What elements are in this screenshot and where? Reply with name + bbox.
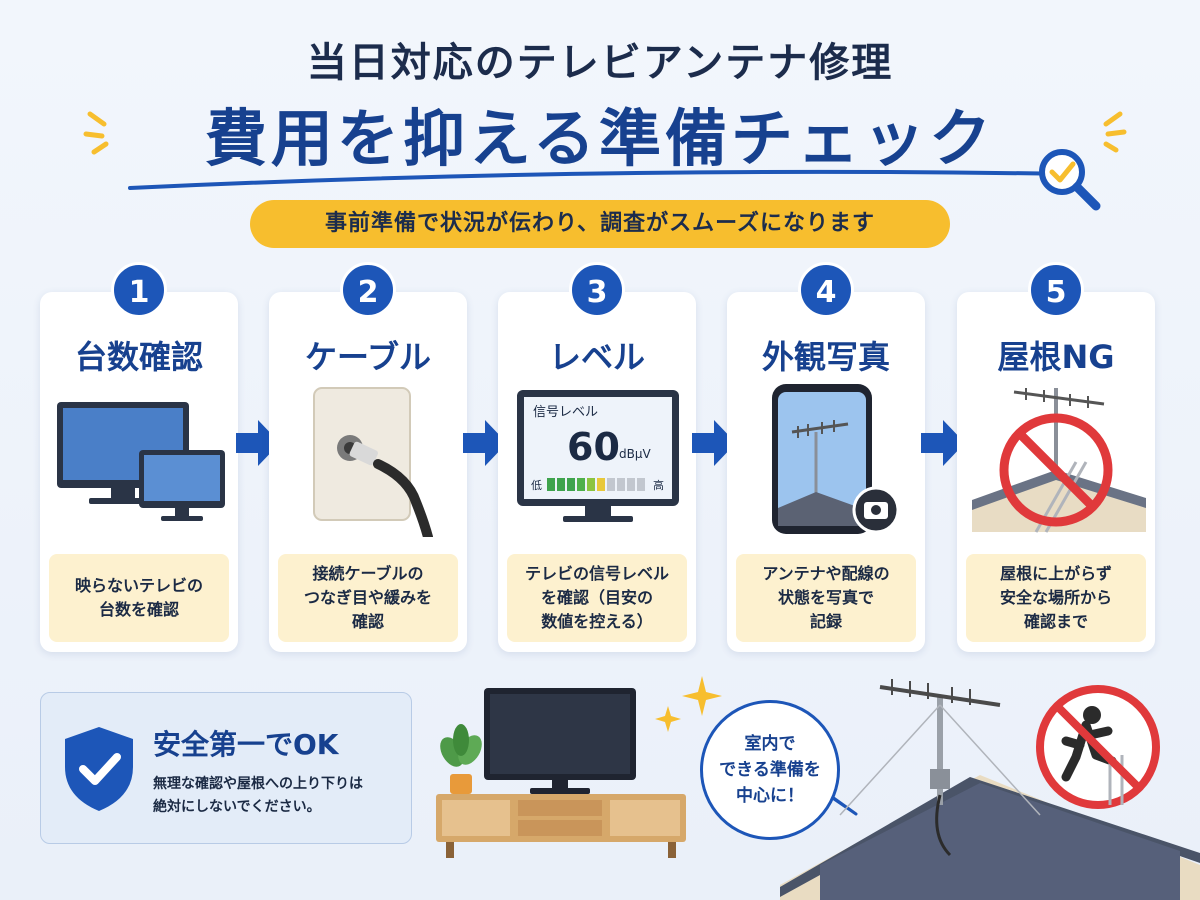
step-description: 屋根に上がらず 安全な場所から 確認まで bbox=[966, 554, 1146, 642]
step-title: 屋根NG bbox=[997, 338, 1115, 376]
step-card-4: 外観写真 アンテナや配線の 状態を写真で 記録 bbox=[727, 292, 925, 652]
sparks-icon bbox=[83, 111, 109, 155]
speech-bubble: 室内で できる準備を 中心に！ bbox=[700, 700, 840, 840]
signal-bar bbox=[637, 478, 645, 491]
step-card-2: ケーブル 接続ケーブルの つなぎ目や緩みを 確認 bbox=[269, 292, 467, 652]
step-title: 台数確認 bbox=[74, 338, 203, 376]
roof-antenna-prohibited-illustration bbox=[780, 679, 1200, 900]
no-roof-climbing-icon bbox=[972, 388, 1146, 533]
signal-bar bbox=[547, 478, 555, 491]
living-room-tv-illustration bbox=[436, 688, 686, 858]
step-number-badge: 3 bbox=[569, 262, 625, 318]
magnifier-check-icon bbox=[1039, 149, 1101, 211]
signal-bar bbox=[597, 478, 605, 491]
step-card-1: 台数確認 映らないテレビの 台数を確認 bbox=[40, 292, 238, 652]
signal-level-tv-icon: 信号レベル 60 dBμV 低 高 bbox=[517, 390, 679, 522]
step-number-badge: 4 bbox=[798, 262, 854, 318]
signal-low-label: 低 bbox=[531, 479, 542, 492]
step-description: テレビの信号レベル を確認（目安の 数値を控える） bbox=[507, 554, 687, 642]
arrow-right-icon bbox=[463, 420, 507, 466]
signal-bar bbox=[577, 478, 585, 491]
signal-level-bars bbox=[547, 478, 645, 491]
smartphone-camera-icon bbox=[772, 384, 900, 534]
arrow-right-icon bbox=[692, 420, 736, 466]
step-title: ケーブル bbox=[304, 338, 432, 376]
step-card-3: レベル 信号レベル 60 dBμV 低 高 テレビの信号レベル を確認（目安の … bbox=[498, 292, 696, 652]
step-description: 映らないテレビの 台数を確認 bbox=[49, 554, 229, 642]
signal-value: 60 bbox=[567, 425, 620, 469]
step-number-badge: 1 bbox=[111, 262, 167, 318]
safety-title: 安全第一でOK bbox=[153, 728, 339, 761]
signal-bar bbox=[587, 478, 595, 491]
signal-bar bbox=[607, 478, 615, 491]
step-description: 接続ケーブルの つなぎ目や緩みを 確認 bbox=[278, 554, 458, 642]
safety-notice: 安全第一でOK 無理な確認や屋根への上り下りは 絶対にしないでください。 bbox=[40, 692, 412, 844]
signal-bar bbox=[627, 478, 635, 491]
signal-bar bbox=[567, 478, 575, 491]
step-number-badge: 2 bbox=[340, 262, 396, 318]
step-card-5: 屋根NG 屋根に上がらず 安全な場所から 確認まで bbox=[957, 292, 1155, 652]
signal-bar bbox=[557, 478, 565, 491]
step-description: アンテナや配線の 状態を写真で 記録 bbox=[736, 554, 916, 642]
wall-outlet-cable-icon bbox=[313, 387, 433, 537]
signal-label: 信号レベル bbox=[533, 405, 598, 420]
step-number-badge: 5 bbox=[1028, 262, 1084, 318]
signal-high-label: 高 bbox=[653, 478, 664, 492]
shield-check-icon bbox=[65, 727, 133, 811]
step-title: レベル bbox=[548, 338, 645, 376]
signal-bar bbox=[617, 478, 625, 491]
title-underline-swoosh bbox=[128, 169, 1072, 190]
step-title: 外観写真 bbox=[761, 338, 890, 376]
page-title-line1: 当日対応のテレビアンテナ修理 bbox=[306, 40, 894, 86]
page-title-line2: 費用を抑える準備チェック bbox=[204, 102, 996, 175]
sparks-icon bbox=[1103, 111, 1127, 153]
subtitle-banner: 事前準備で状況が伝わり、調査がスムーズになります bbox=[250, 200, 950, 248]
safety-text: 無理な確認や屋根への上り下りは 絶対にしないでください。 bbox=[153, 776, 363, 815]
arrow-right-icon bbox=[921, 420, 965, 466]
signal-unit: dBμV bbox=[619, 447, 651, 461]
tv-monitors-icon bbox=[57, 402, 225, 521]
sparkle-icon bbox=[655, 676, 722, 732]
